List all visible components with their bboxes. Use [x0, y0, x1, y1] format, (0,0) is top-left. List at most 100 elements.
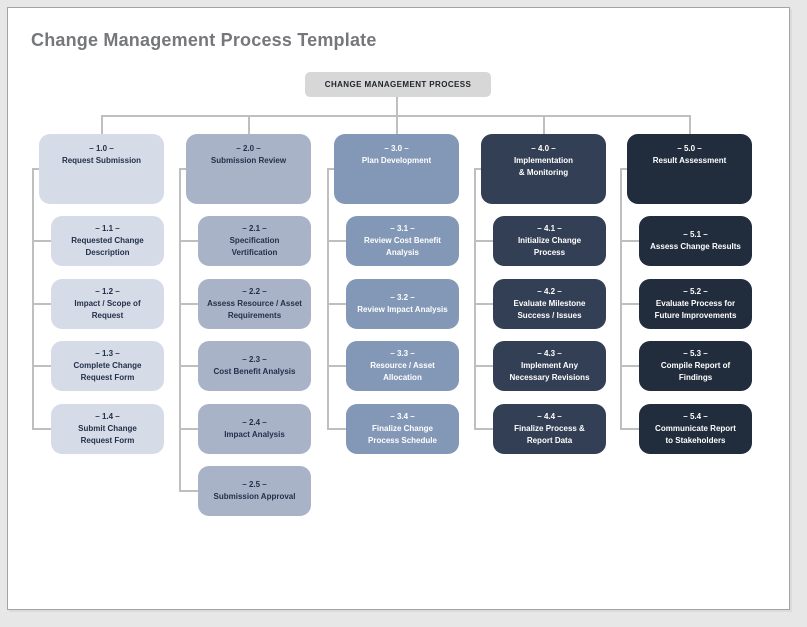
- connector-child-stub: [474, 365, 493, 367]
- process-box-4-4-number: – 4.4 –: [537, 411, 562, 421]
- connector-child-stub: [620, 240, 639, 242]
- connector-child-stub: [474, 240, 493, 242]
- document-page: Change Management Process Template CHANG…: [7, 7, 790, 610]
- process-box-3-1: – 3.1 –Review Cost Benefit Analysis: [346, 216, 459, 266]
- process-box-5-1-number: – 5.1 –: [683, 230, 708, 239]
- process-box-1-4-label: Submit Change Request Form: [78, 423, 137, 445]
- connector-child-stub: [179, 490, 198, 492]
- process-box-4-0: – 4.0 – Implementation & Monitoring: [481, 134, 606, 204]
- process-box-4-0-number: – 4.0 –: [531, 144, 556, 153]
- connector-child-stub: [327, 427, 346, 430]
- process-box-2-4-label: Impact Analysis: [224, 429, 285, 439]
- connector-header-stub: [620, 168, 627, 170]
- connector-child-stub: [327, 365, 346, 367]
- connector-column-spine: [327, 168, 329, 430]
- process-box-2-3-number: – 2.3 –: [242, 355, 267, 364]
- connector-child-stub: [179, 427, 198, 430]
- process-box-3-3: – 3.3 – Resource / Asset Allocation: [346, 341, 459, 391]
- root-process-box: CHANGE MANAGEMENT PROCESS: [305, 72, 491, 97]
- connector-header-stub: [32, 168, 39, 170]
- process-box-4-3-label: Implement Any Necessary Revisions: [509, 361, 590, 382]
- process-box-2-2: – 2.2 – Assess Resource / Asset Requireme…: [198, 278, 311, 329]
- connector-child-stub: [32, 427, 51, 430]
- connector-child-stub: [179, 240, 198, 242]
- process-box-3-3-label: Resource / Asset Allocation: [370, 361, 435, 382]
- process-box-1-1-number: – 1.1 –: [95, 224, 120, 233]
- connector-column-spine: [32, 168, 34, 430]
- process-box-1-0-label: Request Submission: [61, 156, 142, 165]
- connector-header-stub: [179, 168, 186, 170]
- connector-root-stem: [395, 97, 398, 115]
- connector-drop: [688, 117, 691, 134]
- connector-child-stub: [474, 427, 493, 430]
- process-box-3-2-label: Review Impact Analysis: [357, 304, 448, 314]
- process-box-4-2-label: Evaluate Milestone Success / Issues: [513, 298, 586, 320]
- connector-header-stub: [474, 168, 481, 170]
- process-box-4-3-number: – 4.3 –: [537, 349, 562, 358]
- process-box-2-1-label: Specification Vertification: [229, 236, 280, 257]
- process-box-2-1: – 2.1 – Specification Vertification: [198, 216, 311, 266]
- process-box-3-2: – 3.2 – Review Impact Analysis: [346, 278, 459, 329]
- process-flowchart: – 1.0 – Request Submission – 1.1 – Requeste…: [8, 8, 789, 609]
- process-box-3-3-number: – 3.3 –: [390, 349, 415, 358]
- process-box-3-0-label: Plan Development: [361, 156, 432, 165]
- process-box-2-2-number: – 2.2 –: [242, 286, 267, 296]
- process-box-3-4-number: – 3.4 –: [390, 411, 415, 421]
- process-box-5-0-label: Result Assessment: [652, 156, 727, 165]
- process-box-1-2-label: Impact / Scope of Request: [74, 298, 141, 320]
- process-box-5-4: – 5.4 – Communicate Report to Stakeholder…: [639, 403, 752, 454]
- process-box-5-4-label: Communicate Report to Stakeholders: [655, 423, 736, 445]
- process-box-2-5-label: Submission Approval: [213, 492, 296, 501]
- connector-child-stub: [32, 302, 51, 305]
- process-box-1-4: – 1.4 –Submit Change Request Form: [51, 403, 164, 454]
- process-box-1-2: – 1.2 –Impact / Scope of Request: [51, 278, 164, 329]
- connector-column-spine: [474, 168, 476, 430]
- process-box-2-0-label: Submission Review: [210, 156, 287, 165]
- process-box-2-3: – 2.3 – Cost Benefit Analysis: [198, 341, 311, 391]
- process-box-4-1-label: Initialize Change Process: [517, 236, 582, 257]
- connector-child-stub: [620, 427, 639, 430]
- process-box-3-0-number: – 3.0 –: [384, 144, 409, 153]
- process-box-2-1-number: – 2.1 –: [242, 224, 267, 233]
- process-box-4-2: – 4.2 – Evaluate Milestone Success / Issu…: [493, 278, 606, 329]
- process-box-3-4-label: Finalize Change Process Schedule: [368, 423, 437, 445]
- process-box-4-1: – 4.1 – Initialize Change Process: [493, 216, 606, 266]
- process-box-2-3-label: Cost Benefit Analysis: [213, 367, 296, 376]
- process-box-1-0-number: – 1.0 –: [89, 144, 114, 153]
- process-box-3-2-number: – 3.2 –: [390, 292, 415, 302]
- process-box-3-0: – 3.0 – Plan Development: [334, 134, 459, 204]
- connector-drop: [100, 117, 103, 134]
- process-box-1-1: – 1.1 – Requested Change Description: [51, 216, 164, 266]
- process-box-4-1-number: – 4.1 –: [537, 224, 562, 233]
- connector-child-stub: [474, 302, 493, 305]
- process-box-4-4-label: Finalize Process & Report Data: [514, 423, 585, 445]
- process-box-5-4-number: – 5.4 –: [683, 411, 708, 421]
- process-box-4-0-label: Implementation & Monitoring: [513, 156, 574, 177]
- connector-drop: [542, 117, 545, 134]
- process-box-2-0-number: – 2.0 –: [236, 144, 261, 153]
- connector-child-stub: [32, 240, 51, 242]
- connector-column-spine: [179, 168, 181, 492]
- connector-child-stub: [179, 302, 198, 305]
- process-box-2-5-number: – 2.5 –: [242, 480, 267, 489]
- process-box-5-0: – 5.0 – Result Assessment: [627, 134, 752, 204]
- connector-column-spine: [620, 168, 622, 430]
- process-box-1-3-label: Complete Change Request Form: [73, 361, 142, 382]
- root-process-label: CHANGE MANAGEMENT PROCESS: [324, 80, 472, 89]
- process-box-4-4: – 4.4 – Finalize Process & Report Data: [493, 403, 606, 454]
- process-box-4-2-number: – 4.2 –: [537, 286, 562, 296]
- connector-drop: [247, 117, 250, 134]
- process-box-5-1: – 5.1 –Assess Change Results: [639, 216, 752, 266]
- connector-child-stub: [32, 365, 51, 367]
- connector-child-stub: [179, 365, 198, 367]
- connector-child-stub: [327, 240, 346, 242]
- connector-child-stub: [620, 365, 639, 367]
- process-box-2-2-label: Assess Resource / Asset Requirements: [207, 298, 302, 320]
- process-box-3-1-number: – 3.1 –: [390, 224, 415, 233]
- process-box-1-3: – 1.3 –Complete Change Request Form: [51, 341, 164, 391]
- page-title: Change Management Process Template: [31, 30, 377, 50]
- process-box-1-1-label: Requested Change Description: [71, 236, 144, 257]
- process-box-1-0: – 1.0 – Request Submission: [39, 134, 164, 204]
- process-box-4-3: – 4.3 – Implement Any Necessary Revisions: [493, 341, 606, 391]
- process-box-5-0-number: – 5.0 –: [677, 144, 702, 153]
